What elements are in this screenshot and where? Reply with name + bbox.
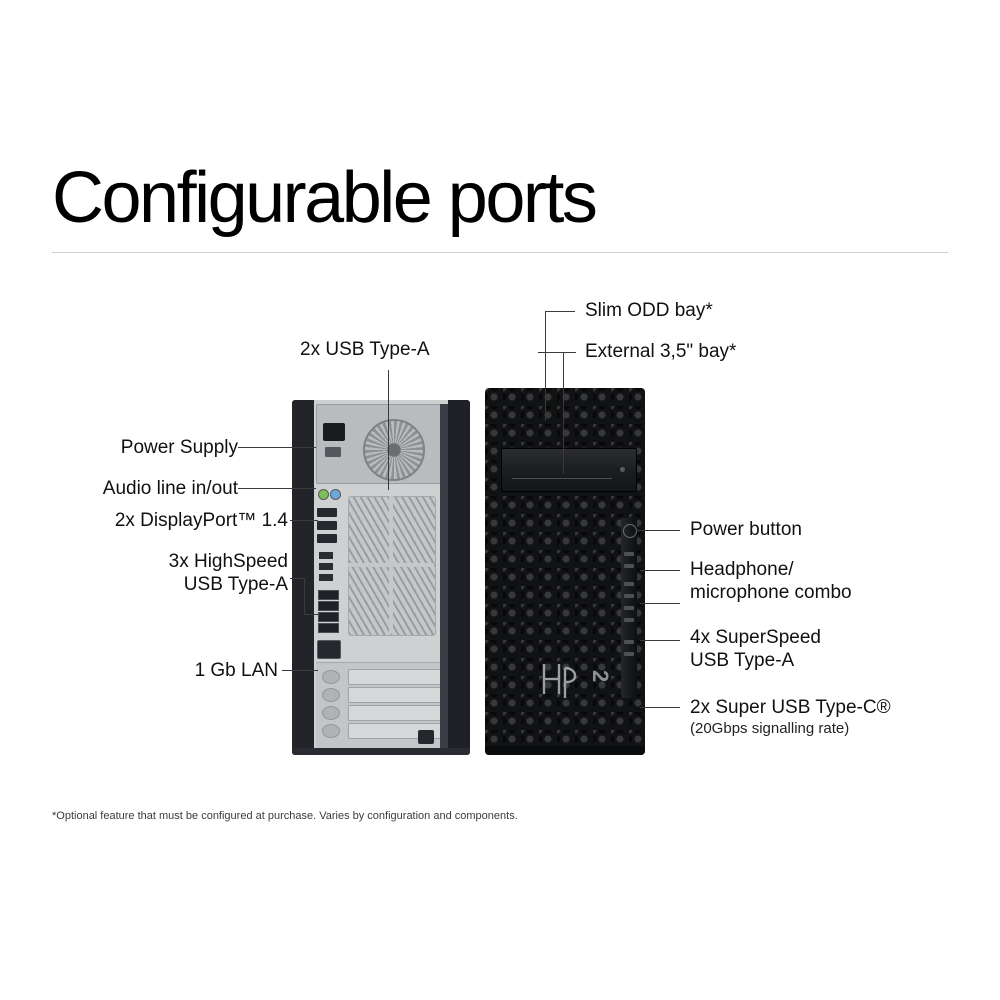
leader-power-button xyxy=(636,530,680,531)
displayport-1 xyxy=(317,508,337,517)
label-lan: 1 Gb LAN xyxy=(194,660,278,681)
pci-thumbscrew-4 xyxy=(322,724,340,738)
label-superspeed-line2: USB Type-A xyxy=(690,650,795,671)
leader-superusb-c xyxy=(640,707,680,708)
leader-slim-odd-h xyxy=(545,311,575,312)
label-external-bay: External 3,5" bay* xyxy=(585,341,737,362)
pci-thumbscrew-2 xyxy=(322,688,340,702)
rear-usb-type-a-4 xyxy=(318,623,339,633)
label-displayport: 2x DisplayPort™ 1.4 xyxy=(114,510,288,531)
rear-small-port-1 xyxy=(319,552,333,559)
power-switch xyxy=(325,447,341,457)
power-socket xyxy=(323,423,345,441)
front-usb-type-c-2 xyxy=(624,652,634,656)
footnote: *Optional feature that must be configure… xyxy=(52,810,518,822)
rear-chassis-illustration xyxy=(292,400,470,755)
leader-slim-odd-v xyxy=(545,311,546,421)
rear-usb-type-a-3 xyxy=(318,612,339,622)
front-usb-type-a-3 xyxy=(624,606,634,610)
displayport-2 xyxy=(317,521,337,530)
leader-highspeed-usb-h2 xyxy=(304,614,320,615)
label-highspeed-usb-line2: USB Type-A xyxy=(183,574,288,595)
label-super-usb-type-c-line1: 2x Super USB Type-C® xyxy=(690,697,891,718)
rear-vent-divider-horizontal xyxy=(348,563,434,567)
leader-power-supply xyxy=(238,447,316,448)
label-superspeed-line1: 4x SuperSpeed xyxy=(690,627,821,648)
rear-usb-type-a-1 xyxy=(318,590,339,600)
slim-odd-bay xyxy=(501,448,637,492)
label-super-usb-type-c-line2: (20Gbps signalling rate) xyxy=(690,720,850,737)
lan-port xyxy=(317,640,341,659)
power-supply-panel xyxy=(316,404,446,484)
odd-eject-button[interactable] xyxy=(620,467,625,472)
label-headphone-line2: microphone combo xyxy=(690,582,852,603)
leader-superspeed-h1 xyxy=(640,603,680,604)
page-title: Configurable ports xyxy=(52,158,598,238)
pci-slot-3 xyxy=(348,705,442,721)
odd-slot-line xyxy=(512,478,612,479)
leader-external-bay-v xyxy=(563,352,564,474)
label-highspeed-usb-line1: 3x HighSpeed xyxy=(168,551,288,572)
rear-bottom-connector xyxy=(418,730,434,744)
label-usb-type-a-top: 2x USB Type-A xyxy=(300,339,430,360)
front-usb-type-a-4 xyxy=(624,618,634,622)
label-power-button: Power button xyxy=(690,519,802,540)
label-slim-odd-bay: Slim ODD bay* xyxy=(585,300,713,321)
rear-right-inner-edge xyxy=(440,404,450,751)
front-usb-type-a-2 xyxy=(624,594,634,598)
front-usb-type-a-1 xyxy=(624,582,634,586)
rear-small-port-3 xyxy=(319,574,333,581)
microphone-jack xyxy=(624,564,634,568)
label-power-supply: Power Supply xyxy=(120,437,238,458)
label-audio-line: Audio line in/out xyxy=(102,478,238,499)
audio-jacks xyxy=(318,488,348,500)
front-base-foot xyxy=(485,746,645,755)
front-io-strip xyxy=(621,518,637,698)
leader-external-bay-h xyxy=(538,352,576,353)
leader-highspeed-usb-h xyxy=(290,578,304,579)
label-headphone-line1: Headphone/ xyxy=(690,559,794,580)
power-button-icon[interactable] xyxy=(623,524,637,538)
audio-line-out-jack xyxy=(318,489,329,500)
front-usb-type-c-1 xyxy=(624,640,634,644)
front-chassis-illustration: 2 xyxy=(485,388,645,755)
power-supply-fan xyxy=(363,419,425,481)
pci-thumbscrew-1 xyxy=(322,670,340,684)
leader-headphone xyxy=(640,570,680,571)
label-highspeed-usb: 3x HighSpeed USB Type-A xyxy=(30,550,288,596)
headphone-jack xyxy=(624,552,634,556)
pci-thumbscrew-3 xyxy=(322,706,340,720)
rear-right-edge xyxy=(448,400,470,755)
rear-usb-type-a-pair xyxy=(317,534,337,543)
rear-bottom-lip xyxy=(292,748,470,755)
leader-highspeed-usb-v xyxy=(304,578,305,614)
label-super-usb-type-c: 2x Super USB Type-C® (20Gbps signalling … xyxy=(690,696,891,738)
leader-audio xyxy=(238,488,316,489)
leader-usb-type-a-top xyxy=(388,370,389,490)
label-superspeed-usb: 4x SuperSpeed USB Type-A xyxy=(690,626,821,672)
rear-small-port-2 xyxy=(319,563,333,570)
hp-logo-icon xyxy=(537,656,583,702)
pci-slot-2 xyxy=(348,687,442,703)
z-series-badge-icon: 2 xyxy=(588,670,613,683)
audio-line-in-jack xyxy=(330,489,341,500)
title-divider xyxy=(52,252,948,253)
rear-usb-type-a-2 xyxy=(318,601,339,611)
leader-displayport xyxy=(290,520,318,521)
leader-lan xyxy=(282,670,318,671)
label-headphone-combo: Headphone/ microphone combo xyxy=(690,558,852,604)
leader-superspeed-h2 xyxy=(640,640,680,641)
pci-slot-1 xyxy=(348,669,442,685)
